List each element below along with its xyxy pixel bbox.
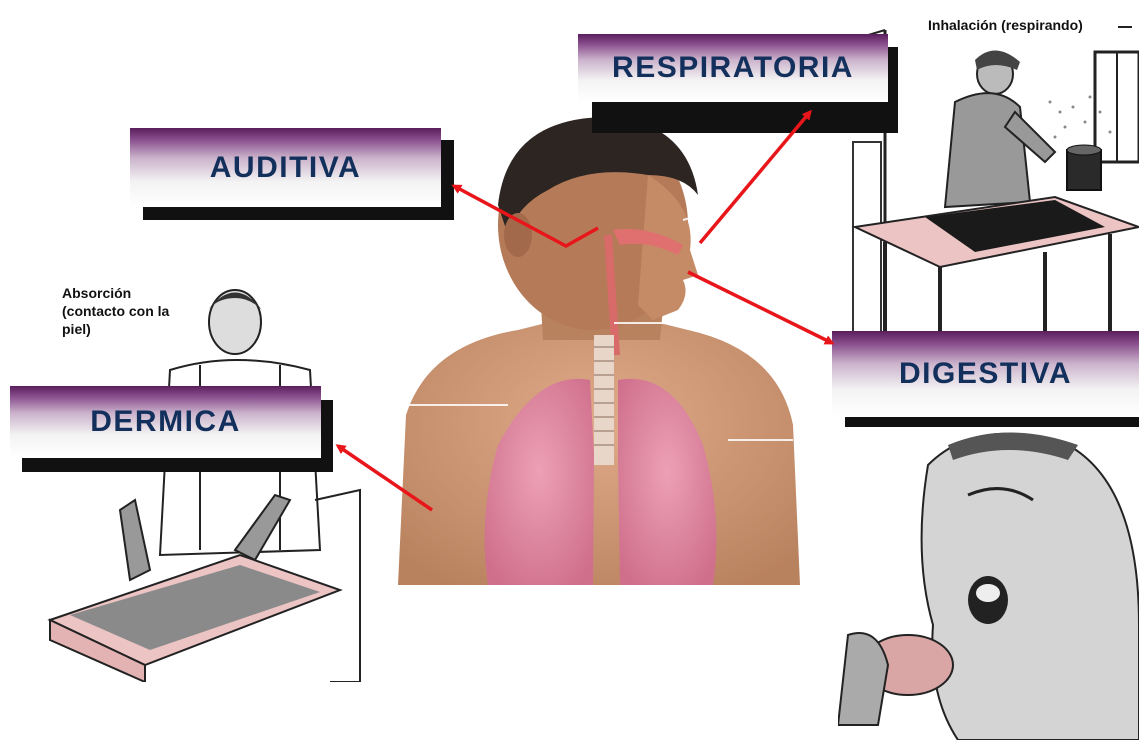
dermal-route-label: DERMICA <box>10 386 321 458</box>
absorption-caption-line3: piel) <box>62 320 91 338</box>
absorption-caption-line1: Absorción <box>62 284 131 302</box>
respiratory-route-label: RESPIRATORIA <box>578 34 888 102</box>
human-anatomy-figure <box>398 115 800 585</box>
ingestion-illustration <box>838 425 1139 740</box>
inhalation-caption: Inhalación (respirando) <box>928 16 1083 34</box>
auditory-route-text: AUDITIVA <box>210 151 361 185</box>
absorption-caption-line2: (contacto con la <box>62 302 169 320</box>
inhalation-caption-rule <box>1118 26 1132 28</box>
digestive-route-text: DIGESTIVA <box>899 357 1072 391</box>
auditory-route-label: AUDITIVA <box>130 128 441 207</box>
dermal-route-text: DERMICA <box>90 405 241 439</box>
digestive-route-label: DIGESTIVA <box>832 331 1139 417</box>
respiratory-route-text: RESPIRATORIA <box>612 51 854 85</box>
